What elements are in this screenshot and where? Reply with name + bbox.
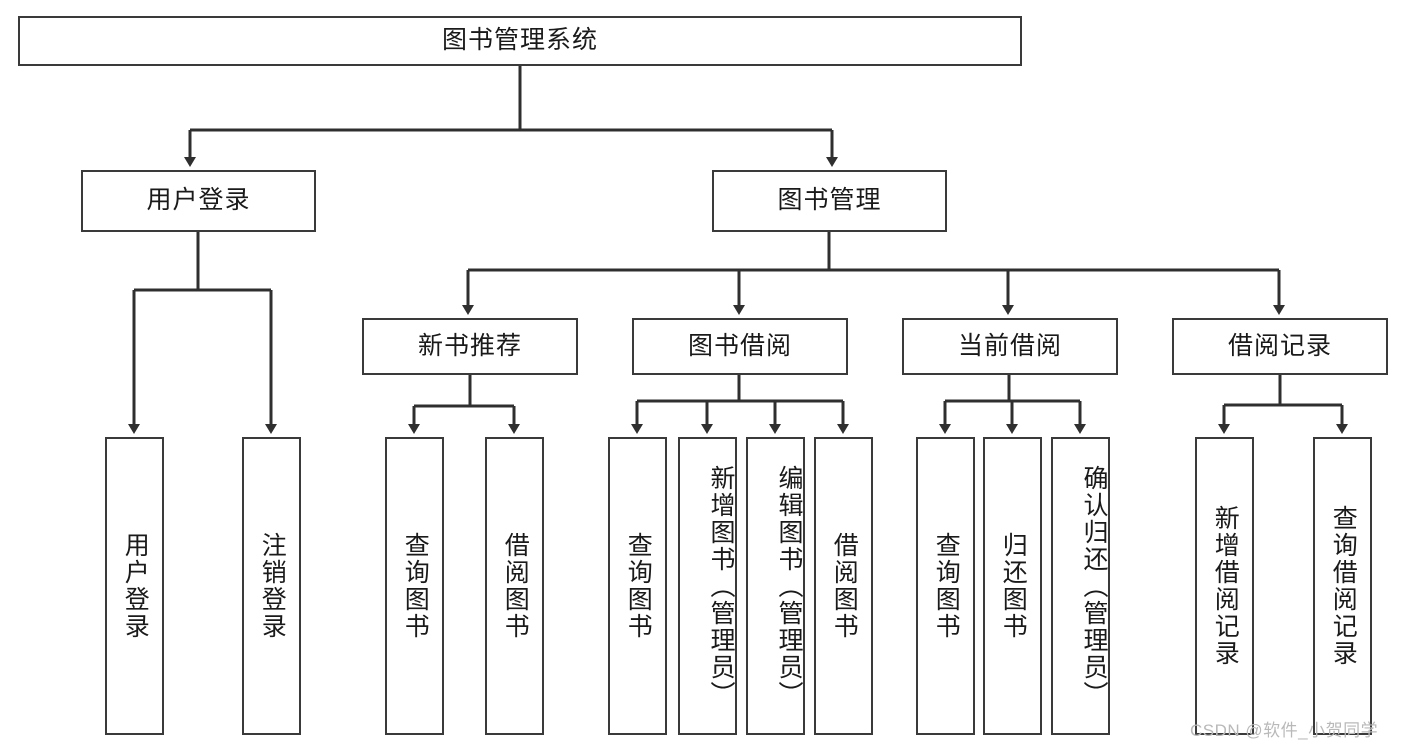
node-leaf-user-login-label: 用户登录: [121, 532, 150, 640]
node-user-login[interactable]: 用户登录: [81, 170, 316, 232]
node-leaf-query-book-1[interactable]: 查询图书: [385, 437, 444, 735]
node-leaf-query-book-2[interactable]: 查询图书: [608, 437, 667, 735]
node-book-borrow-label: 图书借阅: [687, 331, 792, 360]
node-leaf-confirm-return-label: 确认归还（管理员）: [1080, 464, 1108, 708]
node-leaf-query-record[interactable]: 查询借阅记录: [1313, 437, 1372, 735]
node-root[interactable]: 图书管理系统: [18, 16, 1022, 66]
node-leaf-edit-book[interactable]: 编辑图书（管理员）: [746, 437, 805, 735]
node-root-label: 图书管理系统: [441, 26, 598, 55]
node-book-borrow[interactable]: 图书借阅: [632, 318, 848, 375]
node-leaf-add-record[interactable]: 新增借阅记录: [1195, 437, 1254, 735]
node-leaf-borrow-book-1[interactable]: 借阅图书: [485, 437, 544, 735]
node-leaf-add-book[interactable]: 新增图书（管理员）: [678, 437, 737, 735]
node-leaf-add-book-label: 新增图书（管理员）: [707, 464, 735, 708]
node-leaf-edit-book-label: 编辑图书（管理员）: [775, 464, 803, 708]
node-leaf-borrow-book-2[interactable]: 借阅图书: [814, 437, 873, 735]
node-borrow-record-label: 借阅记录: [1227, 331, 1332, 360]
node-leaf-borrow-book-1-label: 借阅图书: [501, 532, 530, 640]
node-leaf-query-book-2-label: 查询图书: [624, 532, 653, 640]
node-borrow-record[interactable]: 借阅记录: [1172, 318, 1388, 375]
node-book-manage[interactable]: 图书管理: [712, 170, 947, 232]
csdn-watermark: CSDN @软件_小贺同学: [1190, 721, 1379, 740]
node-leaf-borrow-book-2-label: 借阅图书: [830, 532, 859, 640]
node-book-manage-label: 图书管理: [777, 186, 882, 215]
node-new-book-recommend[interactable]: 新书推荐: [362, 318, 578, 375]
node-leaf-query-book-1-label: 查询图书: [401, 532, 430, 640]
node-leaf-logout-login[interactable]: 注销登录: [242, 437, 301, 735]
node-new-book-recommend-label: 新书推荐: [417, 331, 522, 360]
node-leaf-confirm-return[interactable]: 确认归还（管理员）: [1051, 437, 1110, 735]
node-leaf-query-record-label: 查询借阅记录: [1329, 505, 1358, 667]
node-leaf-add-record-label: 新增借阅记录: [1211, 505, 1240, 667]
node-leaf-logout-login-label: 注销登录: [258, 532, 287, 640]
node-current-borrow-label: 当前借阅: [957, 331, 1062, 360]
node-leaf-query-book-3-label: 查询图书: [932, 532, 961, 640]
node-user-login-label: 用户登录: [146, 186, 251, 215]
node-current-borrow[interactable]: 当前借阅: [902, 318, 1118, 375]
node-leaf-return-book[interactable]: 归还图书: [983, 437, 1042, 735]
node-leaf-return-book-label: 归还图书: [999, 532, 1028, 640]
node-leaf-query-book-3[interactable]: 查询图书: [916, 437, 975, 735]
node-leaf-user-login[interactable]: 用户登录: [105, 437, 164, 735]
